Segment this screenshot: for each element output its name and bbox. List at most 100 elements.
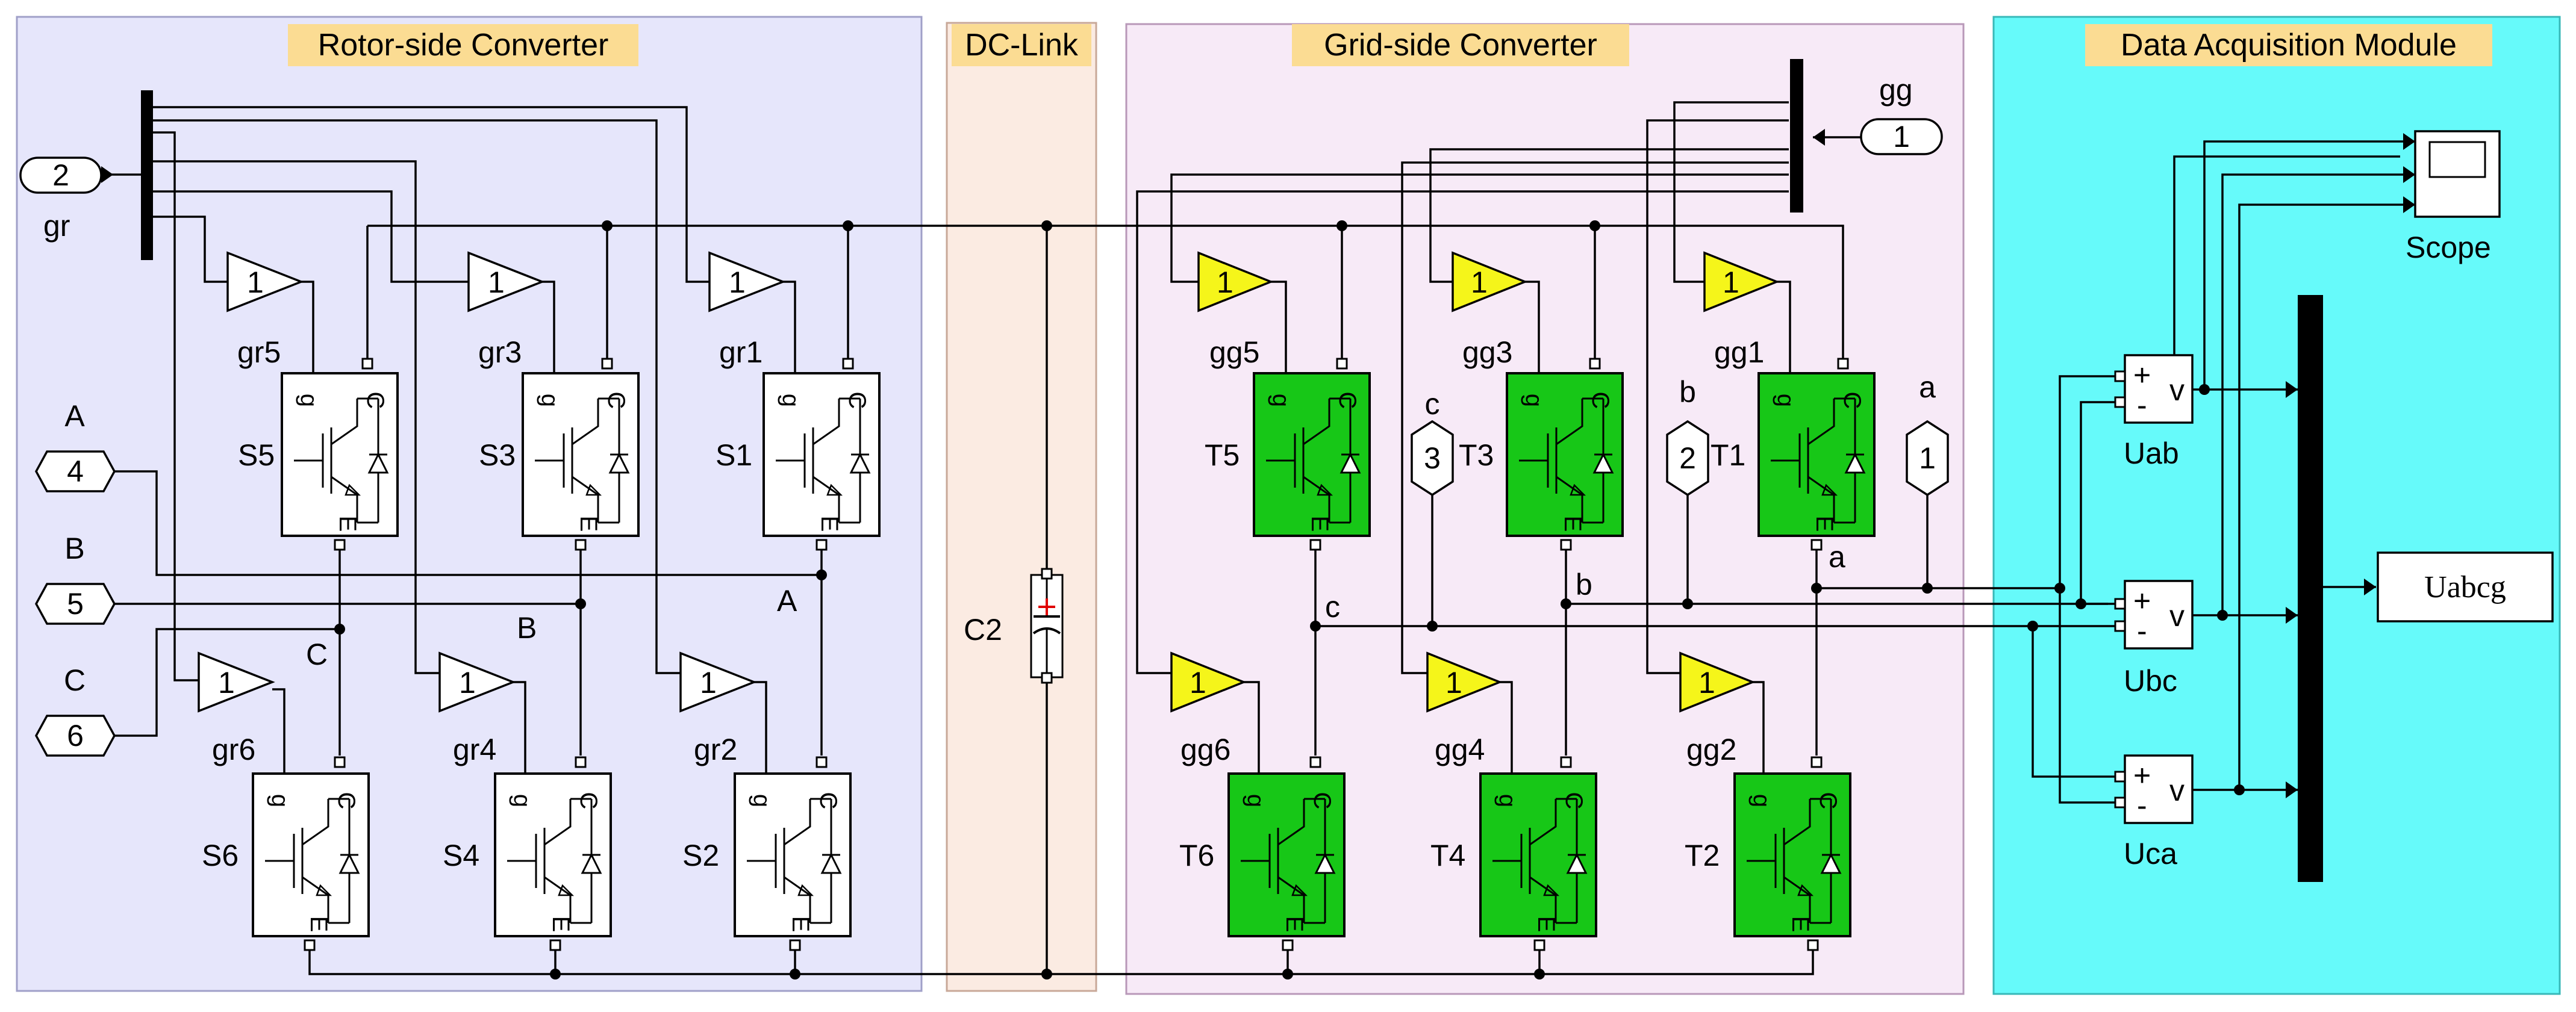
junction <box>2217 610 2228 621</box>
pin-label-gate: g <box>537 394 563 407</box>
gain-gg6[interactable]: 1 <box>1170 651 1247 713</box>
wire-scope-aux <box>2173 155 2400 390</box>
gain-gg1[interactable]: 1 <box>1703 251 1780 312</box>
mux-bar[interactable] <box>2298 295 2323 882</box>
grid-phase-label-a: a <box>1829 540 1845 574</box>
dc-title-badge <box>952 24 1091 66</box>
wire-gg3 <box>1429 148 1789 283</box>
gain-gr3[interactable]: 1 <box>467 251 545 312</box>
gain-gr6[interactable]: 1 <box>198 651 275 713</box>
bus-gg[interactable] <box>1790 59 1803 213</box>
gain-gg2[interactable]: 1 <box>1679 651 1756 713</box>
gain-value: 1 <box>1190 666 1206 700</box>
scope-block[interactable]: Scope <box>2403 130 2501 264</box>
grid-phase-label-c: c <box>1325 590 1340 624</box>
wire-gr3 <box>153 190 469 283</box>
switch-t6-name: T6 <box>1179 839 1214 872</box>
signal-label-gg1: gg1 <box>1714 335 1764 369</box>
gain-gr1[interactable]: 1 <box>708 251 786 312</box>
gain-gr4[interactable]: 1 <box>438 651 516 713</box>
switch-s4[interactable]: g C E S4 <box>443 756 612 951</box>
pin-label-collector: C <box>815 792 841 810</box>
switch-t4[interactable]: g C E T4 <box>1430 756 1597 951</box>
meas-out: v <box>2169 373 2185 407</box>
pin-label-gate: g <box>1243 794 1269 807</box>
switch-t5[interactable]: g C E T5 <box>1205 358 1371 551</box>
switch-t5-name: T5 <box>1205 438 1240 472</box>
measurement-ubc[interactable]: + - v Ubc <box>2114 580 2194 698</box>
measurement-uab[interactable]: + - v Uab <box>2114 354 2194 470</box>
gain-gg4[interactable]: 1 <box>1426 651 1503 713</box>
gain-value: 1 <box>459 666 476 700</box>
signal-label-gr6: gr6 <box>212 733 255 766</box>
junction <box>2027 621 2038 632</box>
outport-uabcg[interactable]: Uabcg <box>2364 551 2554 622</box>
wire-gate-t3 <box>1525 281 1540 373</box>
switch-s3[interactable]: g C E S3 <box>479 358 640 551</box>
measurement-uca[interactable]: + - v Uca <box>2114 754 2194 871</box>
junction <box>1811 583 1822 594</box>
switch-s3-name: S3 <box>479 438 516 472</box>
output-port-b[interactable]: b 2 <box>1666 375 1709 497</box>
wire-gate-t1 <box>1777 281 1791 373</box>
output-port-c[interactable]: c 3 <box>1411 387 1454 497</box>
wire-gate-s5 <box>301 281 314 373</box>
wire-uca-scope <box>2238 203 2415 790</box>
input-port-a[interactable]: A 4 <box>35 399 116 492</box>
switch-s6[interactable]: g C E S6 <box>202 756 370 951</box>
wire-gr2 <box>153 119 681 674</box>
pin-label-gate: g <box>509 794 535 807</box>
gain-gg5[interactable]: 1 <box>1197 251 1274 312</box>
output-port-c-name: c <box>1425 387 1440 421</box>
switch-s5-name: S5 <box>238 438 275 472</box>
input-port-b[interactable]: B 5 <box>35 532 116 625</box>
wire-gate-s3 <box>542 281 555 373</box>
switch-t2[interactable]: g C E T2 <box>1685 756 1851 951</box>
capacitor-c2[interactable]: C2 <box>964 568 1064 684</box>
junction <box>550 969 561 979</box>
wire-gate-s2 <box>754 681 767 774</box>
pin-label-collector: C <box>1839 392 1865 409</box>
bus-gr[interactable] <box>141 90 153 260</box>
switch-t3[interactable]: g C E T3 <box>1459 358 1624 551</box>
rotor-switches: g C E S5 g C E S3 g C E S1 <box>202 358 881 951</box>
switch-s1-name: S1 <box>716 438 752 472</box>
gain-value: 1 <box>1471 265 1488 299</box>
signal-label-gr2: gr2 <box>694 733 737 766</box>
junction <box>816 570 827 580</box>
input-port-c[interactable]: C 6 <box>35 663 116 757</box>
wire-dc-bottom-rail <box>308 945 1814 975</box>
inport-gr[interactable]: 2 gr <box>19 157 113 243</box>
switch-s1[interactable]: g C E S1 <box>716 358 881 551</box>
signal-label-gg6: gg6 <box>1180 733 1230 766</box>
junction <box>602 220 613 231</box>
junction <box>790 969 800 979</box>
output-port-b-number: 2 <box>1679 441 1696 475</box>
pin-label-gate: g <box>267 794 293 807</box>
junction <box>575 598 586 609</box>
pin-label-emitter: E <box>1306 516 1333 532</box>
junction <box>1336 220 1347 231</box>
inport-gg[interactable]: 1 gg <box>1813 73 1943 155</box>
pin-label-collector: C <box>844 392 870 409</box>
wire-gg5 <box>1170 173 1789 283</box>
switch-t1[interactable]: g C E T1 <box>1711 358 1876 551</box>
gain-gr5[interactable]: 1 <box>226 251 304 312</box>
inport-gg-label: gg <box>1879 73 1913 107</box>
wire-gr6 <box>153 131 199 681</box>
switch-s5[interactable]: g C E S5 <box>238 358 399 551</box>
switch-t6[interactable]: g C E T6 <box>1179 756 1346 951</box>
input-port-a-number: 4 <box>67 455 84 488</box>
gain-gg3[interactable]: 1 <box>1452 251 1528 312</box>
grid-output-ports: c 3 b 2 a 1 <box>1411 370 1949 497</box>
output-port-a[interactable]: a 1 <box>1906 370 1949 497</box>
gain-value: 1 <box>1723 265 1739 299</box>
pin-label-gate: g <box>749 794 775 807</box>
signal-label-gr3: gr3 <box>478 335 522 369</box>
junction <box>1041 220 1052 231</box>
junction <box>1310 621 1321 632</box>
wire-gate-t5 <box>1271 281 1287 373</box>
signal-label-gg4: gg4 <box>1435 733 1485 766</box>
switch-s2[interactable]: g C E S2 <box>682 756 852 951</box>
gain-gr2[interactable]: 1 <box>679 651 757 713</box>
